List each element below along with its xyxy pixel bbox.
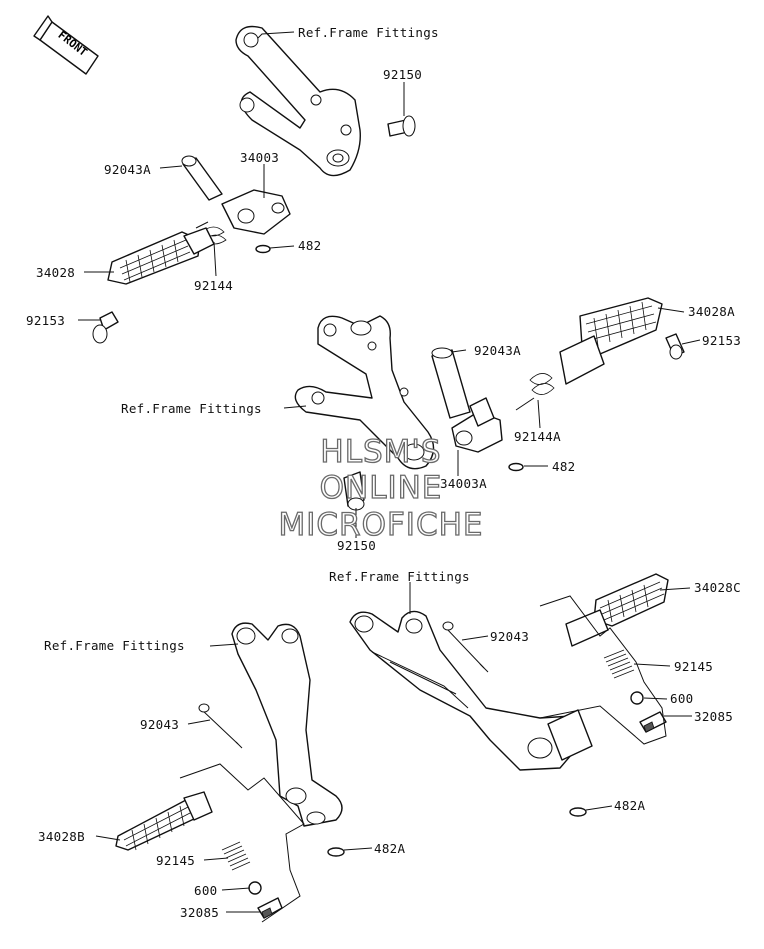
label-34003: 34003 [240,150,279,165]
label-32085-right: 32085 [694,709,733,724]
pin-92043-left [198,703,243,749]
label-482-top: 482 [298,238,321,253]
pin-92043A-right [431,347,471,419]
detail-outline-left [179,763,305,923]
ball-600-left [248,881,262,895]
label-92145-right: 92145 [674,659,713,674]
label-34028C: 34028C [694,580,741,595]
label-34003A: 34003A [440,476,487,491]
footpeg-34028A [559,297,663,385]
clip-482-top [255,244,271,254]
footpeg-34028 [107,227,215,285]
label-92144: 92144 [194,278,233,293]
pin-92043-right [442,621,489,673]
label-92043A-right: 92043A [474,343,521,358]
spring-92145-left [221,841,251,871]
watermark-line-3: MICROFICHE [279,507,484,543]
label-600-left: 600 [194,883,217,898]
leader-lines [78,31,701,913]
pin-92043A-top [181,155,223,201]
pin-92153-left [92,311,119,344]
footpeg-34028B [115,791,213,851]
label-92043A-left: 92043A [104,162,151,177]
label-32085-left: 32085 [180,905,219,920]
clip-482A-left [327,847,345,857]
label-ref-frame-fittings-2: Ref.Frame Fittings [121,401,262,416]
pivot-34003A [451,397,503,453]
label-92150-top: 92150 [383,67,422,82]
watermark-line-2: ONLINE [320,470,443,506]
label-34028A: 34028A [688,304,735,319]
label-600-right: 600 [670,691,693,706]
label-92043-right: 92043 [490,629,529,644]
label-34028B: 34028B [38,829,85,844]
label-92153-left: 92153 [26,313,65,328]
label-92144A: 92144A [514,429,561,444]
footpeg-34028C [565,573,669,647]
label-482A-right: 482A [614,798,645,813]
watermark-line-1: HLSM'S [320,434,441,470]
clip-482-mid [508,462,524,472]
label-34028: 34028 [36,265,75,280]
ball-600-right [630,691,644,705]
label-ref-frame-fittings-4: Ref.Frame Fittings [44,638,185,653]
clip-32085-right [639,711,667,733]
bolt-92150-top [387,115,416,137]
label-92153-right: 92153 [702,333,741,348]
label-ref-frame-fittings-3: Ref.Frame Fittings [329,569,470,584]
pin-92153-right [665,333,685,360]
spring-92145-right [603,649,635,679]
bolt-92150-mid [343,471,365,511]
label-ref-frame-fittings-1: Ref.Frame Fittings [298,25,439,40]
front-direction-badge: FRONT [33,15,99,75]
detail-outline-right [539,595,667,745]
bottom-left-bracket [231,622,343,827]
part-labels: Ref.Frame Fittings 92150 92043A 34003 48… [26,25,741,920]
label-92043-left: 92043 [140,717,179,732]
label-482-mid: 482 [552,459,575,474]
top-bracket [235,25,361,177]
watermark: HLSM'S ONLINE MICROFICHE [278,433,484,543]
clip-32085-left [257,897,283,919]
spring-92144A [515,373,555,411]
middle-bracket [294,315,435,470]
bottom-right-bracket [349,610,593,771]
clip-482A-right [569,807,587,817]
pivot-34003 [221,189,291,235]
label-482A-left: 482A [374,841,405,856]
label-92145-left: 92145 [156,853,195,868]
label-92150-mid: 92150 [337,538,376,553]
